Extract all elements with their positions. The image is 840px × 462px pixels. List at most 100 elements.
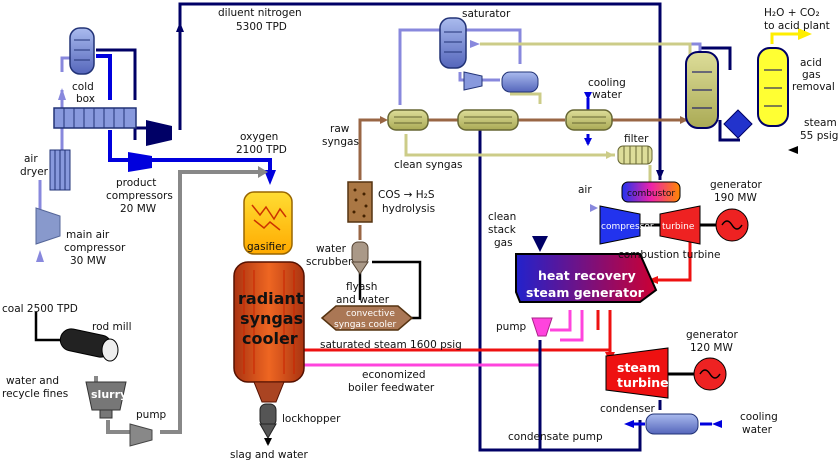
steam-turbine-label-2: turbine <box>617 375 669 390</box>
acid-gas-arrow <box>798 28 812 40</box>
air-arrow-2 <box>58 88 66 100</box>
water-scrubber-label-2: scrubber <box>306 256 353 268</box>
slurry-tank <box>85 381 127 419</box>
labels: diluent nitrogen 5300 TPD saturator H₂O … <box>2 7 838 461</box>
cold-box <box>69 27 95 75</box>
raw-syngas-label-1: raw <box>330 123 350 135</box>
clean-syngas-label: clean syngas <box>394 159 463 171</box>
acid-gas-removal-absorber <box>685 51 719 129</box>
hrsg-label-2: steam generator <box>526 285 645 300</box>
slurry-arrow <box>258 166 268 178</box>
economized-label-2: boiler feedwater <box>348 382 435 394</box>
compressor-label: compressor <box>601 222 654 232</box>
cooling-water-label-2: water <box>592 89 623 101</box>
water-recycle-label-2: recycle fines <box>2 388 68 400</box>
generator-120-label-1: generator <box>686 329 739 341</box>
saturator-label: saturator <box>462 8 511 20</box>
clean-stack-gas-label-3: gas <box>494 237 513 249</box>
air-intake-arrow <box>36 250 44 262</box>
nitrogen-arrow <box>176 22 184 32</box>
stack-gas-arrow <box>532 236 548 252</box>
convective-syngas-cooler <box>320 305 414 331</box>
water-scrubber-label-1: water <box>316 243 347 255</box>
cooling-water-in-arrow <box>584 92 592 100</box>
generator-190-label-2: 190 MW <box>714 192 757 204</box>
condensate-lines <box>538 340 662 450</box>
air-dryer-label-1: air <box>24 153 38 165</box>
hrsg-label-1: heat recovery <box>538 268 636 283</box>
pump-hrsg-label: pump <box>496 321 527 333</box>
flyash-label-2: and water <box>336 294 390 306</box>
radiant-label-2: syngas <box>240 309 303 328</box>
steam-55-label-2: 55 psig <box>800 130 838 142</box>
combustor-label: combustor <box>627 189 675 199</box>
steam-turbine <box>605 347 669 399</box>
syngas-arrow-2 <box>680 116 688 124</box>
main-air-compressor <box>35 207 61 245</box>
air-arrow-3 <box>470 40 480 48</box>
syngas-exchanger-2 <box>457 109 519 131</box>
radiant-label-3: cooler <box>242 329 298 348</box>
saturator <box>439 17 467 69</box>
saturator-pump <box>463 71 483 91</box>
generator-190-label-1: generator <box>710 179 763 191</box>
air-intake-arrow-ct <box>590 204 598 212</box>
rod-mill-label: rod mill <box>92 321 132 333</box>
steam-55-label-1: steam <box>804 117 837 129</box>
saturated-steam-label: saturated steam 1600 psig <box>320 339 462 351</box>
exchanger-lines <box>394 116 606 124</box>
clean-syngas-arrow <box>606 151 614 159</box>
product-compressors-label-2: compressors <box>106 190 173 202</box>
acid-gas-removal-label-1: acid <box>800 57 822 69</box>
product-compressors-label-1: product <box>116 177 156 189</box>
gasifier <box>243 191 293 255</box>
cold-box-label-1: cold <box>72 81 94 93</box>
cos-hydrolysis-reactor <box>347 181 373 223</box>
turbine-label: turbine <box>662 222 695 232</box>
condensate-pump-label: condensate pump <box>508 431 603 443</box>
main-air-compressor-label-3: 30 MW <box>70 255 107 267</box>
cooling-water-b-label-1: cooling <box>740 411 778 423</box>
syngas-cooler <box>565 109 613 131</box>
water-scrubber <box>351 241 369 275</box>
filter <box>617 145 653 165</box>
radiant-syngas-cooler <box>233 261 305 403</box>
gas-turbine <box>659 205 701 245</box>
convective-label-1: convective <box>346 309 395 319</box>
condenser <box>645 413 699 435</box>
condenser-water-out-arrow <box>624 420 634 428</box>
cos-hydrolysis-label-1: COS → H₂S <box>378 189 435 201</box>
steam-55-arrow <box>788 146 798 154</box>
gas-turbine-compressor <box>599 205 641 245</box>
syngas-lines <box>358 118 688 240</box>
nitrogen-arrow-2 <box>656 170 664 180</box>
cooling-water-label-1: cooling <box>588 77 626 89</box>
nitrogen-compressor <box>146 120 172 146</box>
raw-syngas-label-2: syngas <box>322 136 359 148</box>
nitrogen-rate-label: 5300 TPD <box>236 21 287 33</box>
filter-label: filter <box>624 133 649 145</box>
steam-turbine-label-1: steam <box>617 360 660 375</box>
condenser-label: condenser <box>600 403 656 415</box>
saturator-heater <box>501 71 539 93</box>
main-heat-exchanger <box>53 107 137 129</box>
rod-mill <box>59 328 119 362</box>
diluent-nitrogen-label: diluent nitrogen <box>218 7 302 19</box>
amine-exchanger <box>723 109 753 139</box>
syngas-arrow <box>380 116 388 124</box>
radiant-label-1: radiant <box>238 289 304 308</box>
economized-label-1: economized <box>362 369 426 381</box>
cold-box-label-2: box <box>76 93 95 105</box>
slag-arrow <box>264 438 272 446</box>
slag-and-water-label: slag and water <box>230 449 309 461</box>
pump-slurry-label: pump <box>136 409 167 421</box>
acid-gas-removal-label-3: removal <box>792 81 835 93</box>
generator-120-label-2: 120 MW <box>690 342 733 354</box>
oxygen-label: oxygen <box>240 131 278 143</box>
gasifier-label: gasifier <box>247 241 287 253</box>
main-air-compressor-label-1: main air <box>66 229 110 241</box>
oxygen-arrow <box>264 170 276 185</box>
to-acid-plant-label: to acid plant <box>764 20 830 32</box>
lockhopper-label: lockhopper <box>282 413 341 425</box>
